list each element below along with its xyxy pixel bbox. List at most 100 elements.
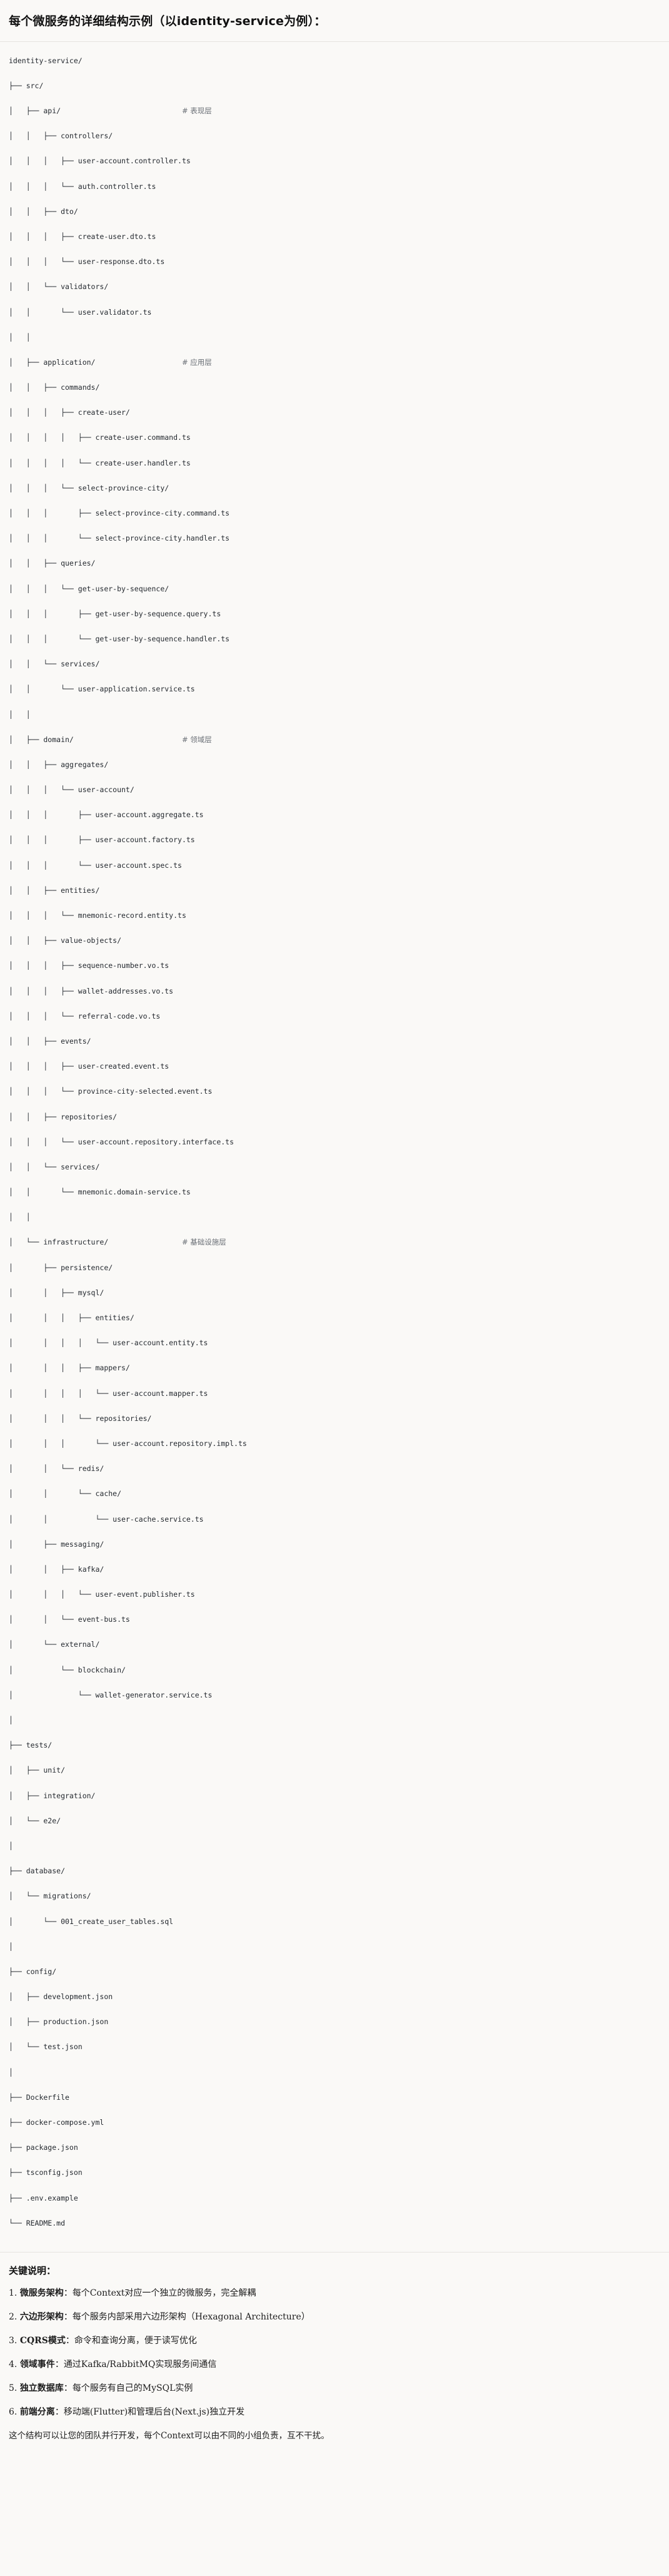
tree-line: │ ├── messaging/ <box>9 1538 660 1550</box>
tree-path: │ │ │ │ └── create-user.handler.ts <box>9 458 191 467</box>
tree-line: │ │ │ ├── sequence-number.vo.ts <box>9 959 660 972</box>
tree-line: │ │ │ │ └── user-account.mapper.ts <box>9 1387 660 1400</box>
tree-path: │ │ │ │ ├── create-user.command.ts <box>9 433 191 442</box>
tree-comment: # 基础设施层 <box>181 1238 226 1247</box>
tree-line: │ │ │ ├── create-user/ <box>9 406 660 419</box>
tree-line: │ │ └── event-bus.ts <box>9 1613 660 1626</box>
tree-path: ├── database/ <box>9 1866 66 1876</box>
tree-path: │ │ │ └── repositories/ <box>9 1413 152 1423</box>
tree-path: │ │ │ └── user-account.spec.ts <box>9 860 182 870</box>
tree-comment: # 应用层 <box>181 357 212 367</box>
tree-path: │ └── blockchain/ <box>9 1665 126 1674</box>
tree-path: │ │ │ ├── user-account.factory.ts <box>9 835 195 845</box>
tree-line: │ <box>9 2066 660 2079</box>
tree-line: │ │ │ │ └── user-account.entity.ts <box>9 1336 660 1349</box>
tree-line: │ │ │ ├── wallet-addresses.vo.ts <box>9 985 660 997</box>
tree-path: │ │ │ └── user-account/ <box>9 785 134 795</box>
tree-path: │ │ ├── dto/ <box>9 206 78 216</box>
tree-path: │ │ │ └── user-account.repository.interf… <box>9 1137 234 1146</box>
tree-line: │ │ ├── value-objects/ <box>9 934 660 947</box>
tree-path: │ │ └── validators/ <box>9 282 109 292</box>
tree-line: │ │ │ └── select-province-city.handler.t… <box>9 532 660 544</box>
tree-path: │ │ │ └── get-user-by-sequence/ <box>9 584 169 593</box>
tree-line: │ │ └── user-cache.service.ts <box>9 1513 660 1525</box>
tree-path: │ │ │ └── select-province-city.handler.t… <box>9 534 230 543</box>
tree-line: ├── config/ <box>9 1965 660 1978</box>
tree-path: │ <box>9 1716 13 1725</box>
key-note-term: 领域事件 <box>19 2359 55 2370</box>
tree-path: │ │ <box>9 710 31 719</box>
tree-path: │ <box>9 1841 13 1850</box>
tree-line: │ ├── unit/ <box>9 1764 660 1776</box>
tree-path: │ │ │ ├── get-user-by-sequence.query.ts <box>9 609 221 618</box>
tree-path: identity-service/ <box>9 56 83 65</box>
tree-path: │ │ ├── queries/ <box>9 559 96 568</box>
tree-path: │ │ │ ├── sequence-number.vo.ts <box>9 961 169 970</box>
key-note-separator: ： <box>63 2383 73 2393</box>
tree-path: │ │ │ └── user-response.dto.ts <box>9 257 165 267</box>
tree-path: │ │ │ ├── user-account.controller.ts <box>9 156 191 166</box>
key-note-term: 前端分离 <box>19 2406 55 2417</box>
tree-path: │ ├── persistence/ <box>9 1263 113 1272</box>
key-note-item: 2. 六边形架构：每个服务内部采用六边形架构（Hexagonal Archite… <box>9 2311 660 2324</box>
key-note-description: 每个Context对应一个独立的微服务，完全解耦 <box>72 2288 256 2298</box>
tree-path: │ │ ├── kafka/ <box>9 1564 104 1574</box>
tree-line: │ │ │ └── province-city-selected.event.t… <box>9 1085 660 1097</box>
tree-line: │ │ │ └── select-province-city/ <box>9 482 660 494</box>
tree-line: │ │ ├── events/ <box>9 1035 660 1047</box>
key-note-description: 通过Kafka/RabbitMQ实现服务间通信 <box>63 2359 217 2370</box>
tree-line: │ │ └── user-application.service.ts <box>9 683 660 695</box>
key-note-number: 3. <box>9 2335 18 2346</box>
tree-line: │ │ │ │ └── create-user.handler.ts <box>9 457 660 469</box>
tree-line: │ │ │ └── user-account.repository.interf… <box>9 1136 660 1148</box>
tree-line: │ │ ├── commands/ <box>9 381 660 394</box>
tree-path: │ └── test.json <box>9 2042 83 2052</box>
tree-line: │ ├── integration/ <box>9 1789 660 1802</box>
tree-path: │ │ │ ├── wallet-addresses.vo.ts <box>9 986 174 995</box>
key-note-term: CQRS模式 <box>19 2335 66 2346</box>
tree-path: │ │ └── event-bus.ts <box>9 1615 130 1624</box>
tree-line: ├── package.json <box>9 2141 660 2154</box>
tree-path: │ │ │ ├── create-user/ <box>9 408 130 417</box>
tree-line: │ │ │ ├── get-user-by-sequence.query.ts <box>9 608 660 620</box>
tree-line: │ │ │ └── referral-code.vo.ts <box>9 1010 660 1022</box>
tree-path: │ │ │ └── referral-code.vo.ts <box>9 1011 161 1021</box>
tree-path: │ │ │ │ └── user-account.entity.ts <box>9 1338 208 1348</box>
tree-line: ├── Dockerfile <box>9 2091 660 2104</box>
tree-path: │ │ ├── entities/ <box>9 885 100 895</box>
tree-path: │ │ │ ├── select-province-city.command.t… <box>9 509 230 518</box>
tree-line: │ │ └── cache/ <box>9 1487 660 1500</box>
tree-line: └── README.md <box>9 2217 660 2229</box>
tree-line: │ │ └── mnemonic.domain-service.ts <box>9 1186 660 1198</box>
tree-line: │ │ │ ├── user-account.factory.ts <box>9 833 660 846</box>
directory-tree-section: identity-service/ ├── src/ │ ├── api/ # … <box>0 41 669 2253</box>
key-note-item: 1. 微服务架构：每个Context对应一个独立的微服务，完全解耦 <box>9 2287 660 2300</box>
tree-path: │ ├── unit/ <box>9 1766 66 1775</box>
tree-line: │ │ │ └── get-user-by-sequence/ <box>9 583 660 595</box>
tree-path: │ │ │ └── user-event.publisher.ts <box>9 1590 195 1599</box>
key-note-separator: ： <box>63 2288 73 2298</box>
tree-path: │ │ ├── repositories/ <box>9 1112 118 1121</box>
key-note-item: 6. 前端分离：移动端(Flutter)和管理后台(Next.js)独立开发 <box>9 2406 660 2419</box>
tree-line: │ └── test.json <box>9 2040 660 2053</box>
key-note-description: 移动端(Flutter)和管理后台(Next.js)独立开发 <box>63 2406 245 2417</box>
tree-path: │ │ <box>9 1213 31 1222</box>
tree-line: │ │ ├── kafka/ <box>9 1563 660 1576</box>
tree-path: │ │ └── services/ <box>9 659 100 669</box>
tree-path: │ │ ├── mysql/ <box>9 1288 104 1297</box>
tree-line: │ │ │ ├── select-province-city.command.t… <box>9 507 660 519</box>
tree-path: │ ├── domain/ <box>9 735 74 744</box>
tree-path: │ └── 001_create_user_tables.sql <box>9 1917 174 1926</box>
tree-path: │ └── migrations/ <box>9 1891 91 1901</box>
tree-path: │ │ ├── events/ <box>9 1036 91 1046</box>
tree-line: │ │ │ └── user-account/ <box>9 783 660 796</box>
tree-line: ├── database/ <box>9 1865 660 1877</box>
tree-path: │ │ ├── aggregates/ <box>9 760 109 769</box>
tree-line: │ └── infrastructure/ # 基础设施层 <box>9 1236 660 1248</box>
tree-path: │ │ │ └── province-city-selected.event.t… <box>9 1087 213 1096</box>
tree-path: │ │ └── user-cache.service.ts <box>9 1514 204 1524</box>
tree-line: ├── tests/ <box>9 1739 660 1751</box>
tree-path: ├── tests/ <box>9 1741 53 1750</box>
tree-path: │ │ │ └── user-account.repository.impl.t… <box>9 1438 247 1448</box>
